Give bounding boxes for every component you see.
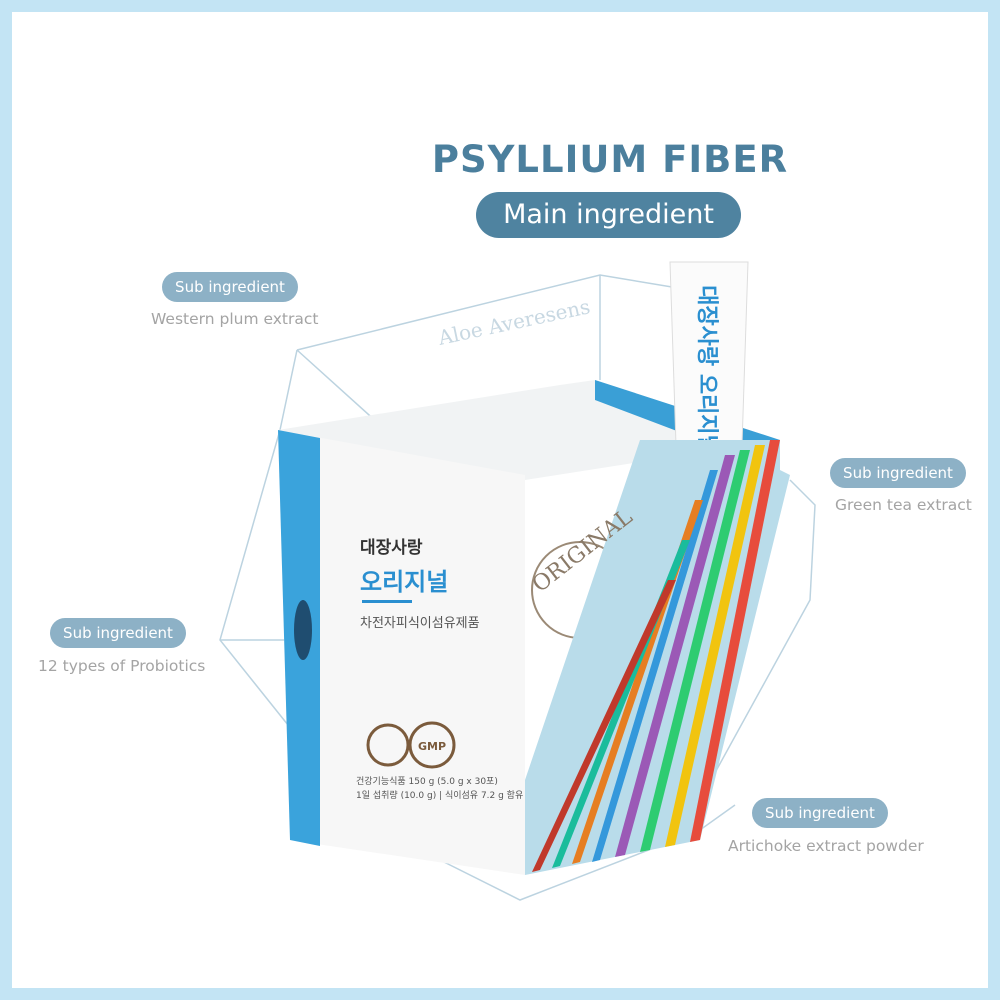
product-name: 오리지널: [360, 568, 449, 596]
sub-badge-probiotics: Sub ingredient: [50, 618, 186, 648]
spec-line-2: 1일 섭취량 (10.0 g) | 식이섬유 7.2 g 함유: [356, 791, 524, 801]
sub-badge-green-tea: Sub ingredient: [830, 458, 966, 488]
sub-text-probiotics: 12 types of Probiotics: [38, 657, 206, 675]
sub-badge-plum: Sub ingredient: [162, 272, 298, 302]
main-title: PSYLLIUM FIBER: [431, 138, 789, 181]
sub-badge-artichoke: Sub ingredient: [752, 798, 888, 828]
main-ingredient-badge: Main ingredient: [476, 192, 741, 238]
sub-text-green-tea: Green tea extract: [835, 496, 972, 514]
gmp-label: GMP: [418, 740, 446, 753]
sub-text-artichoke: Artichoke extract powder: [728, 837, 924, 855]
spec-line-1: 건강기능식품 150 g (5.0 g x 30포): [356, 777, 498, 787]
gmp-mark-icon: [408, 721, 456, 769]
box-front: [278, 430, 525, 875]
strip-window: [294, 600, 312, 660]
product-brand-line: 대장사랑: [360, 538, 423, 558]
stick-label: 대장사랑 오리지널: [694, 285, 719, 455]
sub-text-plum: Western plum extract: [151, 310, 319, 328]
product-category: 차전자피식이섬유제품: [360, 616, 480, 631]
stripes: [532, 440, 780, 872]
health-food-mark-icon: [366, 723, 410, 767]
handwriting-aloe: Aloe Averesens: [435, 294, 592, 350]
name-underline: [362, 600, 412, 603]
